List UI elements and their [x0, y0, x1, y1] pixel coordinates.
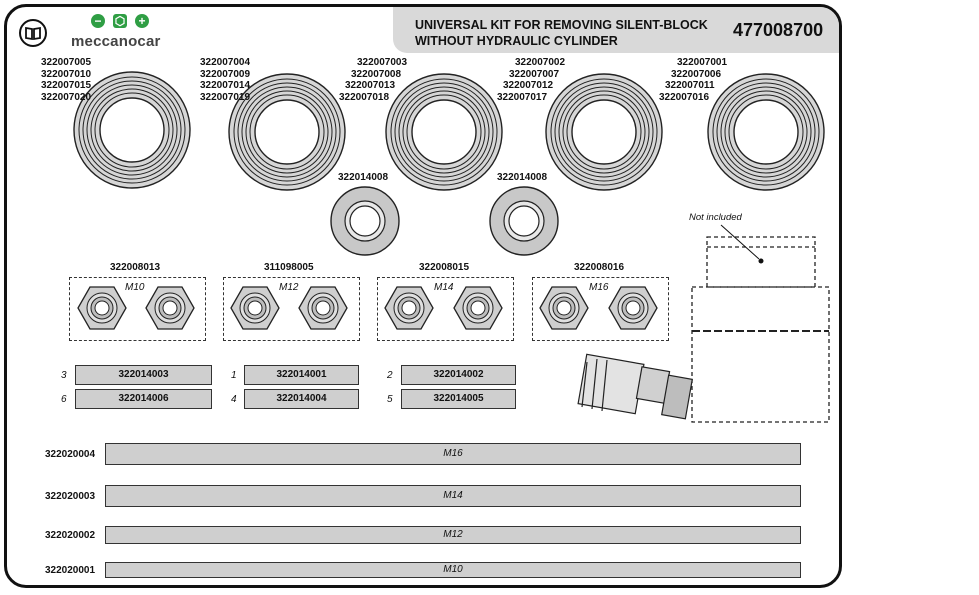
- ring-code: 322007013: [345, 80, 396, 91]
- tool-board: − ⬡ + meccanocar UNIVERSAL KIT FOR REMOV…: [4, 4, 842, 588]
- nut-set-box: [532, 277, 669, 341]
- threaded-rod: M12: [105, 526, 801, 544]
- hydraulic-coupling: [577, 353, 693, 420]
- ring-code: 322007007: [509, 68, 560, 80]
- nut-set-box: [377, 277, 514, 341]
- plate-number: 6: [61, 394, 67, 405]
- ring-code: 322007019: [200, 91, 251, 103]
- hex-icon: ⬡: [113, 14, 127, 28]
- product-code: 477008700: [733, 20, 824, 40]
- nut-set-code: 322008015: [419, 262, 470, 273]
- ring-code: 322007016: [659, 91, 710, 103]
- washer: [489, 186, 559, 256]
- washer-code: 322014008: [338, 172, 389, 183]
- nut-set-size: M10: [125, 282, 145, 293]
- ring-code: 322007005: [41, 57, 92, 68]
- hydraulic-cylinder-outline: [691, 236, 830, 423]
- plus-icon: +: [135, 14, 149, 28]
- plate: 322014002: [401, 365, 516, 385]
- nut-set-code: 322008016: [574, 262, 625, 273]
- plate-number: 2: [387, 370, 393, 381]
- plate-number: 4: [231, 394, 237, 405]
- ring-code: 322007010: [41, 68, 92, 80]
- plate: 322014005: [401, 389, 516, 409]
- ring-codes: 322007002 322007007 322007012 322007017: [497, 57, 565, 103]
- ring-codes: 322007003 322007008 322007013 322007018: [339, 57, 407, 103]
- nut-set-box: [223, 277, 360, 341]
- ring-code: 322007002: [515, 57, 566, 68]
- ring-codes: 322007001 322007006 322007011 322007016: [659, 57, 727, 103]
- ring-code: 322007009: [200, 68, 251, 80]
- nut-set-size: M12: [279, 282, 299, 293]
- ring-code: 322007011: [665, 80, 715, 91]
- ring-code: 322007018: [339, 91, 390, 103]
- ring-code: 322007020: [41, 91, 92, 103]
- brand-name: meccanocar: [71, 33, 161, 50]
- ring-codes: 322007004 322007009 322007014 322007019: [184, 57, 250, 103]
- nut-set-size: M14: [434, 282, 454, 293]
- threaded-rod: M14: [105, 485, 801, 507]
- kit-title-line-2: WITHOUT HYDRAULIC CYLINDER: [415, 34, 618, 48]
- nut-set-code: 322008013: [110, 262, 161, 273]
- plate-number: 1: [231, 370, 237, 381]
- washer-code: 322014008: [497, 172, 548, 183]
- plate: 322014006: [75, 389, 212, 409]
- ring-codes: 322007005 322007010 322007015 322007020: [31, 57, 91, 103]
- silent-block-ring: [73, 71, 191, 189]
- kit-title: UNIVERSAL KIT FOR REMOVING SILENT-BLOCK …: [415, 17, 708, 49]
- ring-code: 322007008: [351, 68, 402, 80]
- ring-code: 322007015: [41, 80, 92, 91]
- plate-number: 3: [61, 370, 67, 381]
- parts-graphics: [73, 71, 830, 423]
- kit-title-line-1: UNIVERSAL KIT FOR REMOVING SILENT-BLOCK: [415, 18, 708, 32]
- plate: 322014001: [244, 365, 359, 385]
- ring-code: 322007003: [357, 57, 408, 68]
- brand-symbols: − ⬡ +: [91, 14, 151, 30]
- not-included-note: Not included: [689, 212, 742, 223]
- nut-set-size: M16: [589, 282, 609, 293]
- header-bar: UNIVERSAL KIT FOR REMOVING SILENT-BLOCK …: [393, 7, 839, 53]
- washer: [330, 186, 400, 256]
- ring-code: 322007006: [671, 68, 722, 80]
- ring-code: 322007004: [200, 57, 251, 68]
- ring-code: 322007012: [503, 80, 554, 91]
- plate-number: 5: [387, 394, 393, 405]
- rod-code: 322020002: [45, 530, 96, 541]
- nut-set-box: [69, 277, 206, 341]
- nut-set-code: 311098005: [264, 262, 314, 273]
- threaded-rod: M10: [105, 562, 801, 578]
- ring-code: 322007001: [677, 57, 728, 68]
- manual-book-icon[interactable]: [19, 19, 47, 47]
- plate: 322014004: [244, 389, 359, 409]
- threaded-rod: M16: [105, 443, 801, 465]
- minus-icon: −: [91, 14, 105, 28]
- plate: 322014003: [75, 365, 212, 385]
- rod-code: 322020001: [45, 565, 96, 576]
- rod-code: 322020003: [45, 491, 96, 502]
- rod-code: 322020004: [45, 449, 96, 460]
- ring-code: 322007017: [497, 91, 548, 103]
- ring-code: 322007014: [200, 80, 251, 91]
